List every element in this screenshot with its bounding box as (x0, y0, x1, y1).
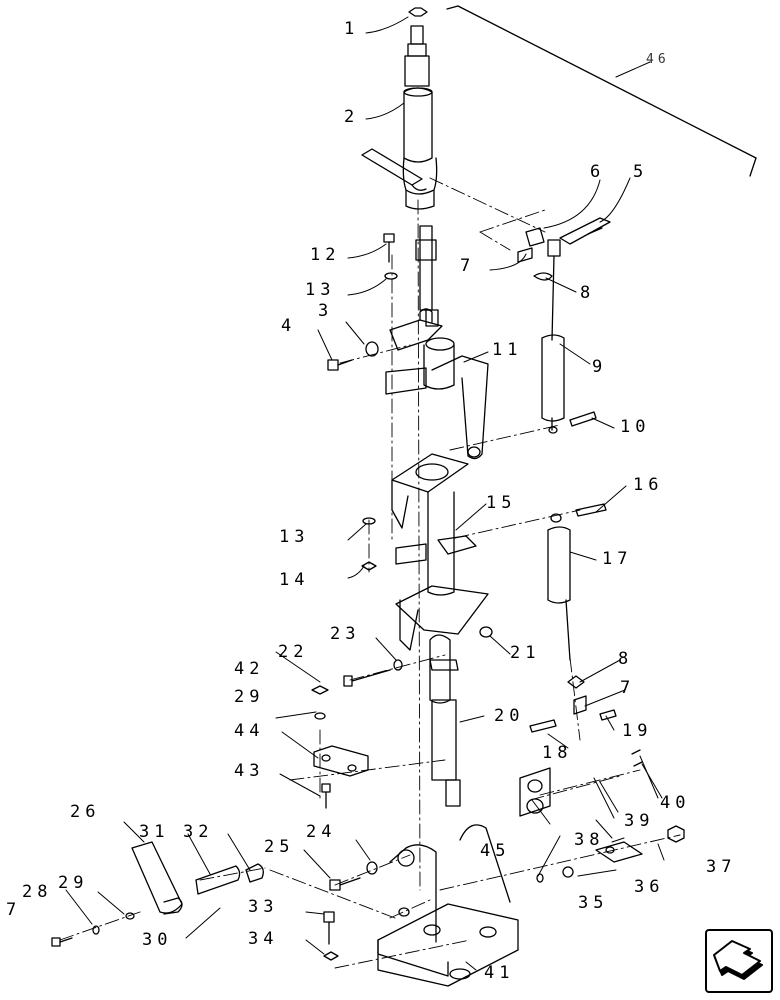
callout-29-mid: 29 (234, 687, 265, 707)
lower-left-fasteners (311, 659, 403, 809)
callout-leader-lines (65, 16, 665, 971)
callout-35: 35 (578, 893, 609, 913)
callout-40: 40 (660, 793, 691, 813)
callout-10: 10 (620, 417, 651, 437)
next-page-arrow-icon[interactable] (705, 929, 773, 993)
callout-13-mid: 13 (279, 527, 310, 547)
callout-24: 24 (306, 822, 337, 842)
gas-springs (541, 239, 587, 715)
upper-support-bracket (385, 308, 489, 460)
base-fasteners (323, 861, 574, 961)
callout-38: 38 (574, 830, 605, 850)
callout-8-lower: 8 (618, 649, 634, 669)
callout-19: 19 (622, 721, 653, 741)
callout-37: 37 (706, 857, 737, 877)
callout-31: 31 (139, 822, 170, 842)
pedal-assembly (51, 841, 264, 947)
callout-7-low: 7 (6, 900, 22, 920)
callout-12: 12 (310, 245, 341, 265)
callout-3: 3 (318, 301, 334, 321)
callout-44: 44 (234, 721, 265, 741)
fasteners-upper (327, 233, 398, 371)
callout-8-top: 8 (580, 283, 596, 303)
callout-14: 14 (279, 570, 310, 590)
callout-6: 6 (590, 162, 606, 182)
fasteners-mid-left (361, 517, 377, 571)
callout-2: 2 (344, 107, 360, 127)
callout-9: 9 (592, 357, 608, 377)
callout-13-top: 13 (305, 280, 336, 300)
callout-30: 30 (142, 930, 173, 950)
right-plate-parts (519, 749, 685, 863)
callout-28: 28 (22, 882, 53, 902)
upper-steering-column (361, 7, 439, 327)
callout-34: 34 (248, 929, 279, 949)
callout-42: 42 (234, 659, 265, 679)
callout-43: 43 (234, 761, 265, 781)
callout-26: 26 (70, 802, 101, 822)
callout-32: 32 (183, 822, 214, 842)
callout-45: 45 (480, 841, 511, 861)
callout-15: 15 (486, 493, 517, 513)
callout-33: 33 (248, 897, 279, 917)
upper-pin-parts (517, 217, 611, 281)
callout-36: 36 (634, 877, 665, 897)
callout-16: 16 (633, 475, 664, 495)
callout-4: 4 (281, 316, 297, 336)
pins (529, 411, 617, 733)
callout-46: 46 (646, 52, 670, 67)
callout-41: 41 (484, 963, 515, 983)
callout-11: 11 (492, 340, 523, 360)
callout-39: 39 (624, 811, 655, 831)
callout-20: 20 (494, 706, 525, 726)
callout-5: 5 (633, 162, 649, 182)
mid-column-housing (391, 453, 489, 651)
callout-7-top: 7 (460, 256, 476, 276)
callout-23: 23 (330, 624, 361, 644)
callout-18: 18 (542, 743, 573, 763)
column-base (377, 824, 519, 987)
callout-1: 1 (344, 19, 360, 39)
callout-25: 25 (264, 837, 295, 857)
callout-21: 21 (510, 643, 541, 663)
lower-shaft (429, 626, 493, 807)
assembly-bracket-46 (446, 5, 757, 177)
callout-17: 17 (602, 549, 633, 569)
callout-22: 22 (278, 642, 309, 662)
callout-7-mid: 7 (620, 678, 636, 698)
callout-29-low: 29 (58, 873, 89, 893)
